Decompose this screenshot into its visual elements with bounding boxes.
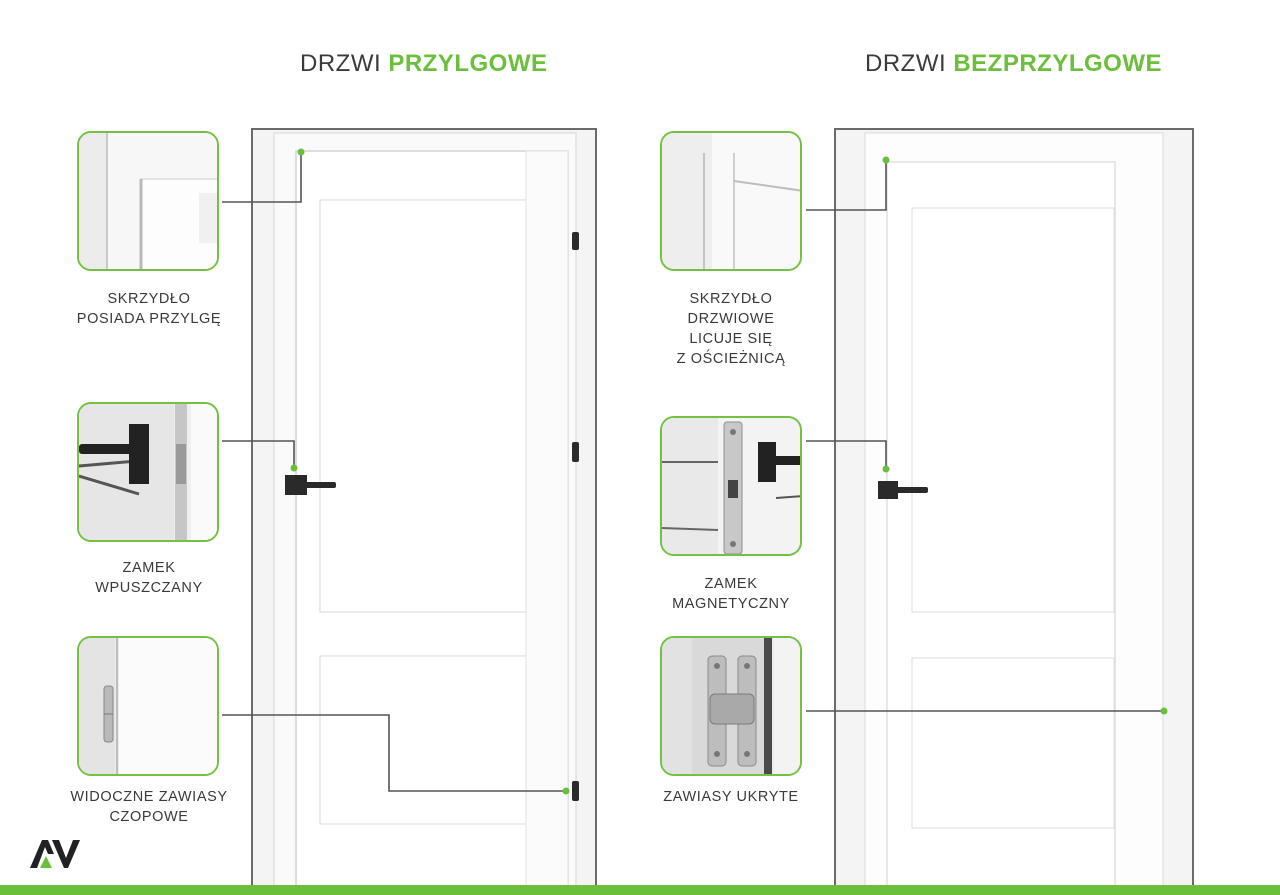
title-prefix: DRZWI [300, 50, 382, 77]
caption-hidden-hinges: ZAWIASY UKRYTE [622, 787, 840, 807]
caption-line: WIDOCZNE ZAWIASY [70, 789, 228, 805]
av-logo-icon [30, 840, 80, 868]
thumb-mortise-lock [77, 402, 219, 542]
caption-rebated-sash: SKRZYDŁO POSIADA PRZYLGĘ [40, 289, 258, 329]
caption-line: WPUSZCZANY [95, 580, 203, 596]
title-przylgowe: DRZWI PRZYLGOWE [300, 50, 548, 78]
title-bezprzylgowe: DRZWI BEZPRZYLGOWE [865, 50, 1162, 78]
title-accent: BEZPRZYLGOWE [953, 50, 1162, 77]
thumb-flush-sash [660, 131, 802, 271]
footer-accent-bar [0, 885, 1280, 895]
caption-line: CZOPOWE [109, 809, 189, 825]
thumb-magnetic-lock [660, 416, 802, 556]
caption-line: Z OŚCIEŻNICĄ [676, 351, 786, 367]
caption-line: SKRZYDŁO [107, 291, 191, 307]
left-connector-dots [290, 148, 570, 795]
caption-line: ZAMEK [704, 576, 758, 592]
caption-magnetic-lock: ZAMEK MAGNETYCZNY [622, 574, 840, 614]
left-door [251, 128, 597, 895]
caption-line: MAGNETYCZNY [672, 596, 790, 612]
right-door [834, 128, 1194, 895]
caption-visible-hinges: WIDOCZNE ZAWIASY CZOPOWE [40, 787, 258, 827]
left-connectors [222, 152, 566, 792]
caption-line: LICUJE SIĘ [689, 331, 773, 347]
thumb-rebated-sash [77, 131, 219, 271]
caption-mortise-lock: ZAMEK WPUSZCZANY [40, 558, 258, 598]
caption-line: SKRZYDŁO [689, 291, 773, 307]
caption-line: ZAWIASY UKRYTE [663, 789, 799, 805]
caption-line: POSIADA PRZYLGĘ [76, 311, 222, 327]
right-connector-dots [882, 156, 1168, 715]
right-connectors [806, 160, 1164, 712]
title-accent: PRZYLGOWE [388, 50, 548, 77]
title-prefix: DRZWI [865, 50, 947, 77]
thumb-visible-hinges [77, 636, 219, 776]
thumb-hidden-hinges [660, 636, 802, 776]
caption-line: DRZWIOWE [687, 311, 775, 327]
caption-flush-sash: SKRZYDŁO DRZWIOWE LICUJE SIĘ Z OŚCIEŻNIC… [622, 289, 840, 369]
caption-line: ZAMEK [122, 560, 176, 576]
